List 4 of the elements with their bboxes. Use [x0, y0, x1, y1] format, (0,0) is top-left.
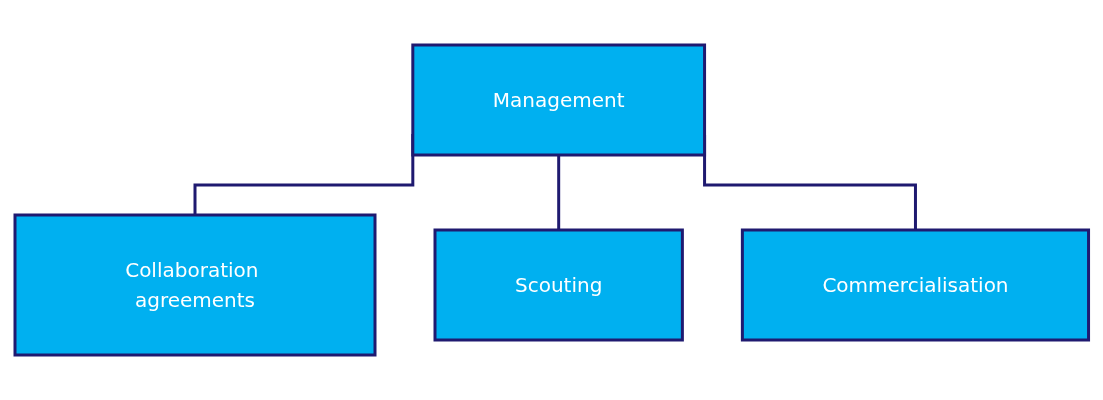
node-box: Scouting	[433, 228, 684, 342]
node-box: Management	[411, 43, 706, 157]
node-box: Commercialisation	[740, 228, 1090, 342]
node-box: Collaboration agreements	[13, 213, 377, 357]
